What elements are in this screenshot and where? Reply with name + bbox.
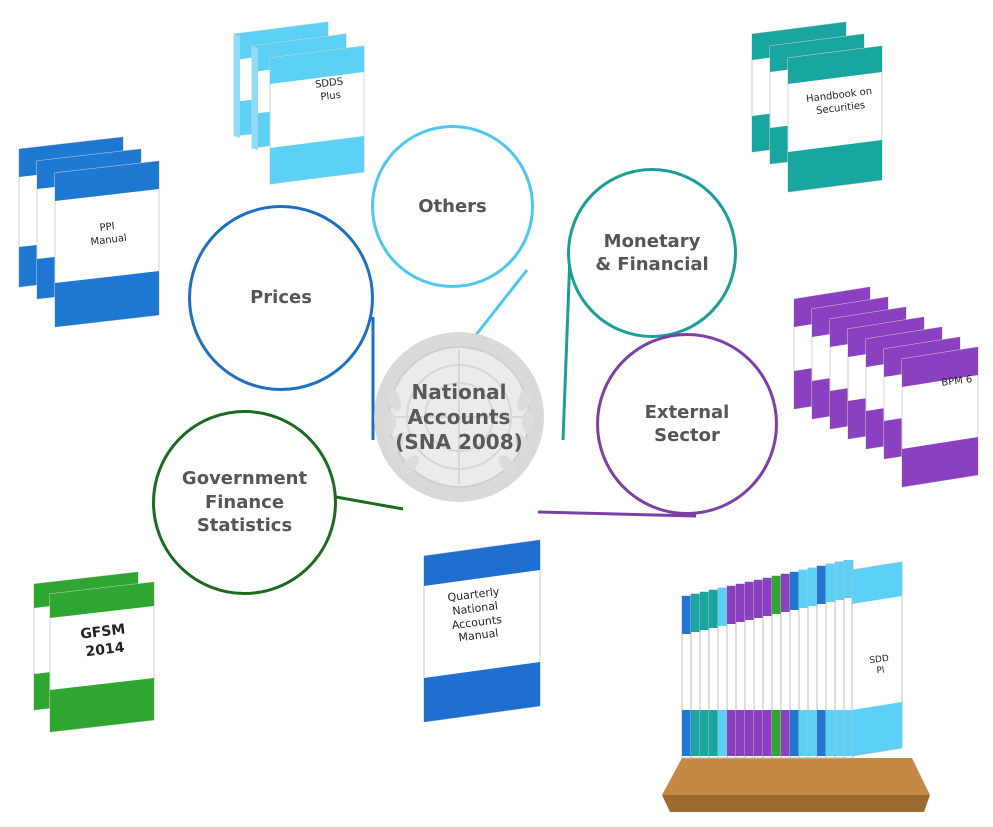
handbook-book-stack xyxy=(751,21,883,193)
connector-others xyxy=(466,269,529,346)
shelf-front-book xyxy=(851,561,903,757)
gfsm-book-stack xyxy=(33,571,155,733)
shelf-book xyxy=(753,579,764,759)
qna-book xyxy=(423,539,541,723)
connector-external xyxy=(537,510,697,518)
shelf-book xyxy=(816,565,827,759)
bookshelf-icon xyxy=(662,560,930,812)
connector-monetary xyxy=(561,254,572,441)
qna-book-title: Quarterly National Accounts Manual xyxy=(446,585,503,645)
center-node: National Accounts (SNA 2008) xyxy=(372,330,546,504)
shelf-book xyxy=(681,595,692,759)
connector-government xyxy=(335,495,404,511)
bubble-label-prices: Prices xyxy=(250,287,312,309)
bpm-book-layer xyxy=(901,346,979,488)
bubble-others: Others xyxy=(371,125,534,288)
sdds-book-stack xyxy=(233,21,365,185)
bubble-prices: Prices xyxy=(188,205,374,391)
shelf-book xyxy=(807,567,818,759)
center-label: National Accounts (SNA 2008) xyxy=(395,379,523,454)
un-emblem-icon xyxy=(374,332,544,502)
shelf-book xyxy=(762,577,773,759)
shelf-book xyxy=(834,561,845,759)
bubble-government: Government Finance Statistics xyxy=(152,410,337,595)
bpm-book-stack xyxy=(793,286,979,488)
bubble-monetary: Monetary & Financial xyxy=(567,168,737,338)
shelf-book xyxy=(780,573,791,759)
bubble-label-external: External Sector xyxy=(644,401,730,446)
ppi-book-stack xyxy=(18,136,160,328)
shelf-book xyxy=(699,591,710,759)
shelf-book xyxy=(726,585,737,759)
bubble-external: External Sector xyxy=(596,333,778,515)
bubble-label-others: Others xyxy=(418,195,487,217)
bubble-label-monetary: Monetary & Financial xyxy=(595,230,709,275)
shelf-book xyxy=(717,587,728,759)
shelf-book xyxy=(744,581,755,759)
shelf-book xyxy=(825,563,836,759)
shelf-book xyxy=(789,571,800,759)
shelf-book xyxy=(798,569,809,759)
shelf-book xyxy=(735,583,746,759)
shelf-book xyxy=(771,575,782,759)
shelf-book xyxy=(690,593,701,759)
shelf-book xyxy=(708,589,719,759)
bubble-label-government: Government Finance Statistics xyxy=(181,468,308,537)
